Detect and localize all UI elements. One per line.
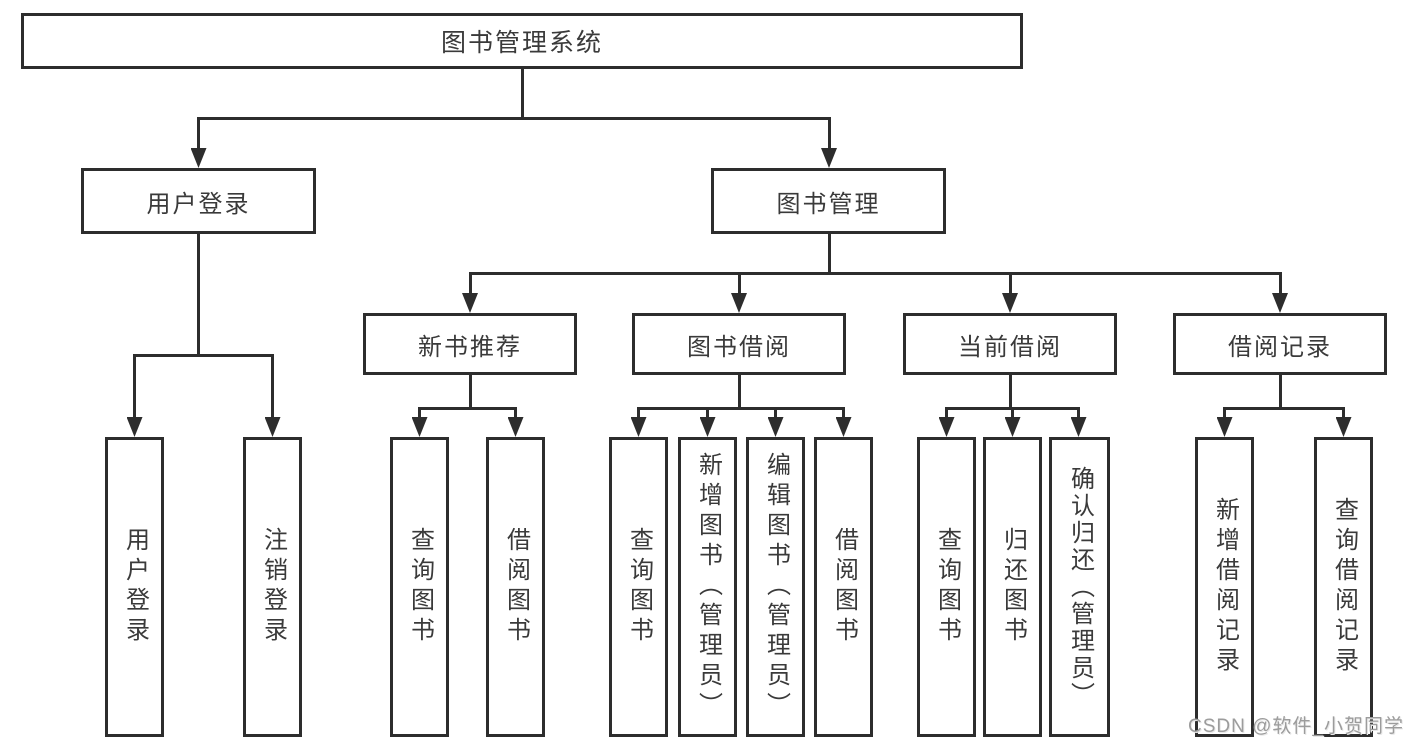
- connector-line: [271, 354, 274, 421]
- node-current-borrow: 当前借阅: [903, 313, 1117, 375]
- arrow-down-icon: [938, 417, 955, 437]
- connector-line: [133, 354, 274, 357]
- arrow-down-icon: [507, 417, 524, 437]
- leaf-logout: 注销登录: [243, 437, 302, 737]
- arrow-down-icon: [821, 148, 837, 168]
- arrow-down-icon: [630, 417, 647, 437]
- connector-line: [418, 407, 421, 421]
- node-book-borrow: 图书借阅: [632, 313, 846, 375]
- leaf-query-book-borrow: 查询图书: [609, 437, 668, 737]
- node-book-management: 图书管理: [711, 168, 946, 234]
- leaf-add-borrow-record: 新增借阅记录: [1195, 437, 1254, 737]
- arrow-down-icon: [264, 417, 281, 437]
- connector-line: [637, 407, 640, 421]
- leaf-return-book: 归还图书: [983, 437, 1042, 737]
- arrow-down-icon: [1335, 417, 1352, 437]
- connector-line: [197, 117, 200, 152]
- connector-line: [1223, 407, 1226, 421]
- arrow-down-icon: [190, 148, 207, 168]
- connector-line: [1077, 407, 1080, 421]
- connector-line: [737, 375, 741, 409]
- connector-line: [468, 272, 1282, 275]
- arrow-down-icon: [835, 417, 852, 437]
- connector-line: [197, 234, 200, 356]
- connector-line: [468, 272, 472, 297]
- connector-line: [514, 407, 517, 421]
- arrow-down-icon: [462, 293, 478, 313]
- leaf-user-login: 用户登录: [105, 437, 164, 737]
- connector-line: [842, 407, 845, 421]
- arrow-down-icon: [1272, 293, 1288, 313]
- connector-line: [827, 117, 831, 152]
- arrow-down-icon: [1070, 417, 1087, 437]
- arrow-down-icon: [1216, 417, 1233, 437]
- connector-line: [827, 234, 831, 274]
- connector-line: [637, 407, 845, 410]
- leaf-add-book-admin: 新增图书（管理员）: [678, 437, 737, 737]
- arrow-down-icon: [1002, 293, 1018, 313]
- csdn-watermark: CSDN @软件_小贺同学: [1188, 716, 1404, 737]
- connector-line: [1278, 272, 1282, 297]
- arrow-down-icon: [411, 417, 428, 437]
- node-user-login: 用户登录: [81, 168, 316, 234]
- node-borrow-record: 借阅记录: [1173, 313, 1387, 375]
- node-new-book-recommend: 新书推荐: [363, 313, 577, 375]
- leaf-query-borrow-record: 查询借阅记录: [1314, 437, 1373, 737]
- arrow-down-icon: [731, 293, 747, 313]
- connector-line: [468, 375, 472, 409]
- arrow-down-icon: [767, 417, 784, 437]
- arrow-down-icon: [1004, 417, 1021, 437]
- connector-line: [1342, 407, 1345, 421]
- arrow-down-icon: [699, 417, 716, 437]
- connector-line: [1223, 407, 1345, 410]
- connector-line: [1008, 272, 1012, 297]
- leaf-query-book-recommend: 查询图书: [390, 437, 449, 737]
- connector-line: [520, 69, 524, 119]
- connector-line: [945, 407, 948, 421]
- connector-line: [737, 272, 741, 297]
- leaf-edit-book-admin: 编辑图书（管理员）: [746, 437, 805, 737]
- leaf-query-book-current: 查询图书: [917, 437, 976, 737]
- leaf-confirm-return-admin: 确认归还（管理员）: [1049, 437, 1110, 737]
- connector-line: [1008, 375, 1012, 409]
- connector-line: [197, 117, 831, 120]
- connector-line: [774, 407, 777, 421]
- connector-line: [133, 354, 136, 421]
- connector-line: [1278, 375, 1282, 409]
- arrow-down-icon: [126, 417, 143, 437]
- connector-line: [1011, 407, 1014, 421]
- node-root: 图书管理系统: [21, 13, 1023, 69]
- connector-line: [706, 407, 709, 421]
- connector-line: [418, 407, 517, 410]
- leaf-borrow-book-recommend: 借阅图书: [486, 437, 545, 737]
- leaf-borrow-book: 借阅图书: [814, 437, 873, 737]
